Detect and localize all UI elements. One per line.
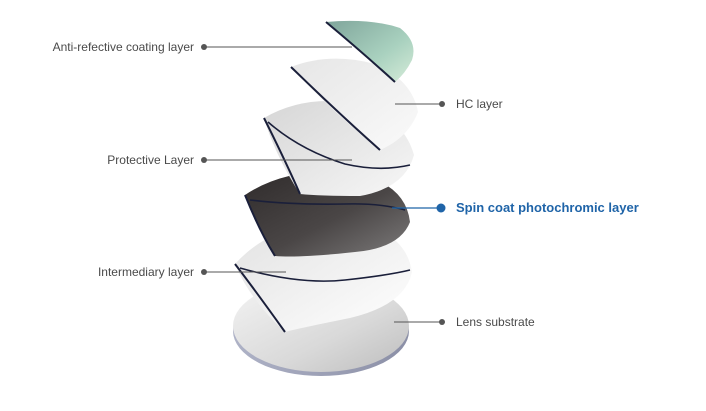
leader-line-anti-reflective <box>201 44 352 50</box>
anti-reflective-coating-layer <box>325 20 414 83</box>
label-spin-coat-photochromic: Spin coat photochromic layer <box>456 200 639 215</box>
label-hc-layer: HC layer <box>456 97 503 111</box>
label-protective-layer: Protective Layer <box>107 153 194 167</box>
leader-line-hc <box>395 101 445 107</box>
hc-layer <box>290 58 418 151</box>
label-lens-substrate: Lens substrate <box>456 315 535 329</box>
leader-line-spin-coat <box>392 203 446 213</box>
label-intermediary-layer: Intermediary layer <box>97 265 194 279</box>
leader-line-intermediary <box>201 269 286 275</box>
label-anti-reflective-coating: Anti-refective coating layer <box>52 40 194 54</box>
leader-line-substrate <box>394 319 445 325</box>
leader-line-protective <box>201 157 352 163</box>
